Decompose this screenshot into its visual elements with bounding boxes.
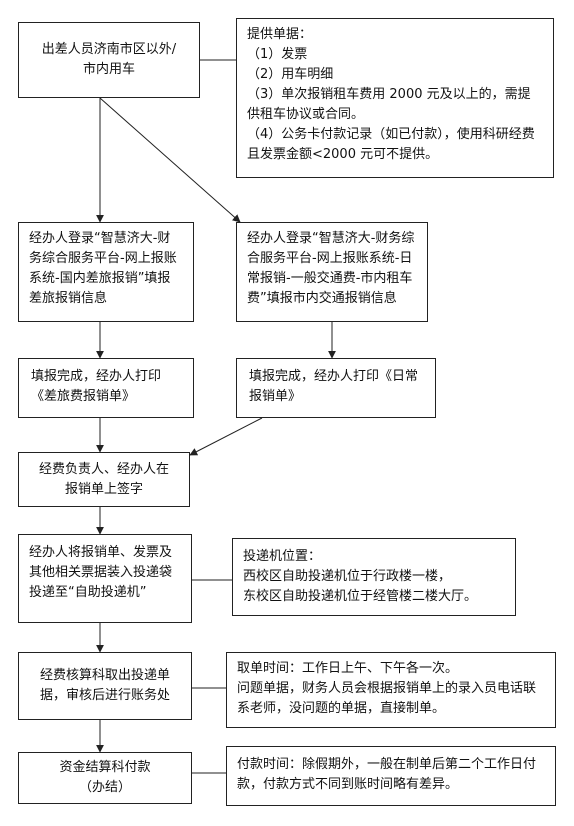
location-east: 东校区自助投递机位于经管楼二楼大厅。 bbox=[243, 589, 478, 604]
docs-item-1: （1）发票 bbox=[247, 47, 308, 62]
docs-heading: 提供单据： bbox=[247, 27, 313, 42]
node-start-line-2: 市内用车 bbox=[82, 62, 135, 77]
node-payment: 资金结算科付款 （办结） bbox=[18, 752, 192, 804]
pickup-problem-text: 问题单据，财务人员会根据报销单上的录入员电话联系老师，没问题的单据，直接制单。 bbox=[237, 681, 537, 716]
sign-line-1: 经费负责人、经办人在 bbox=[38, 461, 169, 477]
node-print-travel-form: 填报完成，经办人打印 《差旅费报销单》 bbox=[18, 358, 194, 418]
node-start-line-1: 出差人员济南市区以外/ bbox=[41, 42, 177, 57]
location-west: 西校区自助投递机位于行政楼一楼， bbox=[243, 569, 452, 584]
node-required-documents: 提供单据： （1）发票 （2）用车明细 （3）单次报销租车费用 2000 元及以… bbox=[236, 18, 554, 178]
node-start: 出差人员济南市区以外/ 市内用车 bbox=[18, 22, 200, 98]
docs-item-4: （4）公务卡付款记录（如已付款），使用科研经费且发票金额<2000 元可不提供。 bbox=[247, 127, 535, 162]
location-heading: 投递机位置： bbox=[243, 549, 322, 564]
node-pickup-time: 取单时间：工作日上午、下午各一次。 问题单据，财务人员会根据报销单上的录入员电话… bbox=[226, 652, 556, 728]
node-machine-location: 投递机位置： 西校区自助投递机位于行政楼一楼， 东校区自助投递机位于经管楼二楼大… bbox=[232, 538, 516, 616]
payment-line-2: （办结） bbox=[78, 780, 131, 795]
node-deliver-documents: 经办人将报销单、发票及其他相关票据装入投递袋投递至“自助投递机” bbox=[18, 534, 192, 623]
pickup-time-text: 取单时间：工作日上午、下午各一次。 bbox=[237, 661, 459, 676]
payment-line-1: 资金结算科付款 bbox=[59, 760, 151, 775]
audit-line-1: 经费核算科取出投递单 bbox=[39, 668, 170, 683]
arrow-right-print-sign bbox=[189, 417, 263, 456]
node-print-daily-form: 填报完成，经办人打印《日常报销单》 bbox=[236, 358, 436, 418]
print-travel-line-1: 填报完成，经办人打印 bbox=[31, 369, 162, 384]
node-local-transport-login: 经办人登录“智慧济大-财务综合服务平台-网上报账系统-日常报销-一般交通费-市内… bbox=[236, 222, 428, 322]
sign-line-2: 报销单上签字 bbox=[64, 481, 143, 497]
node-payment-time: 付款时间：除假期外，一般在制单后第二个工作日付款，付款方式不同到账时间略有差异。 bbox=[226, 746, 556, 806]
payment-time-text: 付款时间：除假期外，一般在制单后第二个工作日付款，付款方式不同到账时间略有差异。 bbox=[237, 757, 537, 792]
docs-item-3: （3）单次报销租车费用 2000 元及以上的，需提供租车协议或合同。 bbox=[247, 87, 531, 122]
print-daily-text: 填报完成，经办人打印《日常报销单》 bbox=[249, 369, 419, 404]
node-sign-form: 经费负责人、经办人在 报销单上签字 bbox=[18, 452, 190, 507]
arrow-start-right-login bbox=[99, 97, 241, 223]
docs-item-2: （2）用车明细 bbox=[247, 67, 334, 82]
print-travel-line-2: 《差旅费报销单》 bbox=[31, 389, 136, 404]
node-audit: 经费核算科取出投递单 据，审核后进行账务处 bbox=[18, 652, 192, 720]
deliver-text: 经办人将报销单、发票及其他相关票据装入投递袋投递至“自助投递机” bbox=[29, 545, 173, 600]
audit-line-2: 据，审核后进行账务处 bbox=[39, 688, 170, 703]
local-login-text: 经办人登录“智慧济大-财务综合服务平台-网上报账系统-日常报销-一般交通费-市内… bbox=[247, 231, 415, 306]
node-travel-login: 经办人登录“智慧济大-财务综合服务平台-网上报账系统-国内差旅报销”填报差旅报销… bbox=[18, 222, 194, 322]
travel-login-text: 经办人登录“智慧济大-财务综合服务平台-网上报账系统-国内差旅报销”填报差旅报销… bbox=[29, 231, 177, 306]
